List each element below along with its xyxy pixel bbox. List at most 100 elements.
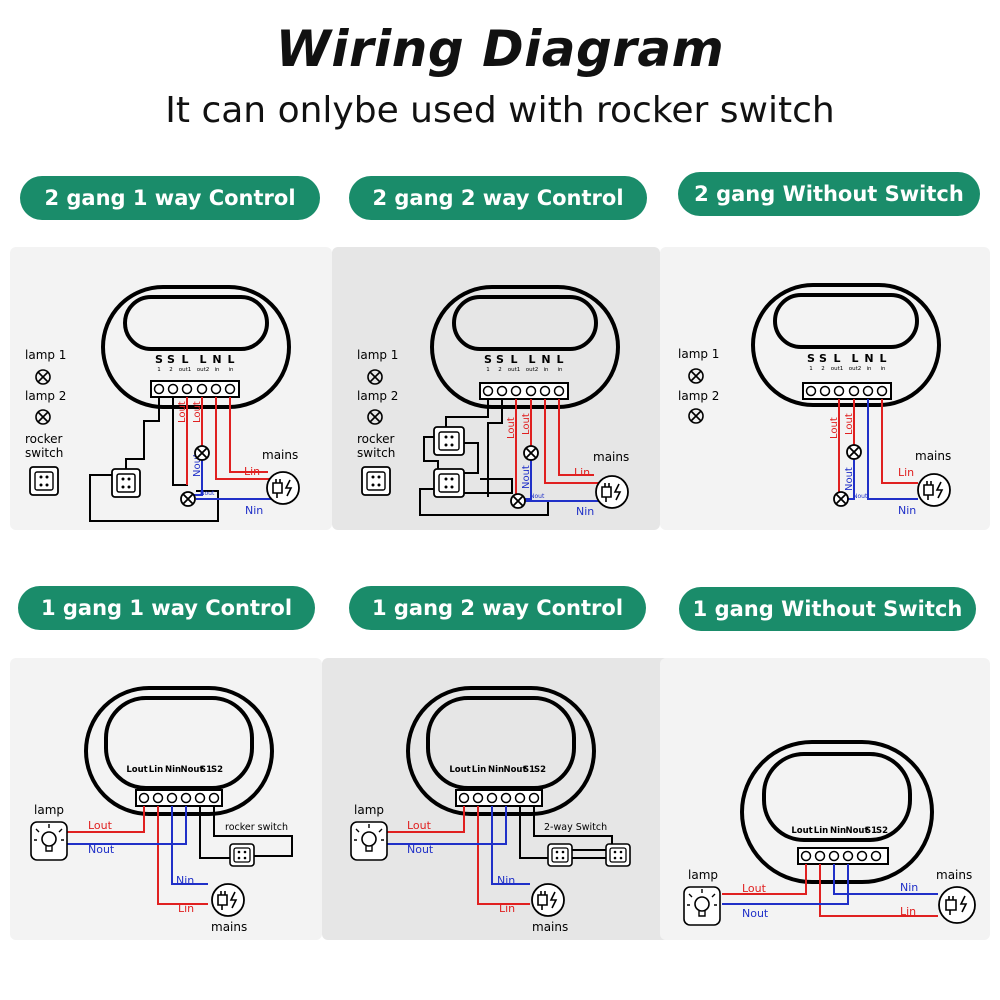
pill-1gang-2way: 1 gang 2 way Control — [349, 586, 646, 630]
device-body — [101, 285, 291, 409]
legend: lamp 1 lamp 2 — [678, 347, 719, 424]
terminal-block — [135, 789, 223, 807]
legend-rocker-icon — [361, 466, 391, 496]
svg-text:1: 1 — [486, 367, 490, 373]
wire-labels: Lout Nout Nin Lin — [742, 881, 918, 920]
svg-text:S1: S1 — [200, 765, 212, 775]
panel-1gang-1way: Lout Lin Nin Nout S1 S2 Lout Nout Nin Li… — [10, 658, 322, 940]
svg-text:out1: out1 — [179, 367, 192, 373]
two-way-switch-icon — [605, 843, 631, 867]
svg-text:N: N — [864, 352, 873, 365]
svg-text:Nout: Nout — [180, 765, 203, 775]
panel-2gang-1way: S S L L N L 1 2 out1 out2 in in Lout Lou… — [10, 247, 332, 530]
svg-text:Lin: Lin — [178, 902, 194, 915]
svg-text:L: L — [227, 353, 234, 366]
lamp-icon — [30, 821, 68, 861]
svg-text:Lout: Lout — [521, 413, 532, 435]
wire-labels: Lout Nout Nin Lin rocker switch — [88, 819, 288, 915]
svg-text:Lin: Lin — [814, 826, 828, 836]
rocker-switch-icon — [433, 468, 465, 498]
page-subtitle: It can onlybe used with rocker switch — [165, 90, 835, 131]
mains-plug-icon — [531, 883, 565, 917]
svg-text:in: in — [228, 367, 234, 373]
mains-plug-icon — [938, 886, 976, 924]
svg-text:Nin: Nin — [900, 881, 918, 894]
legend-rocker-label-1: rocker — [357, 432, 395, 446]
svg-text:Lin: Lin — [472, 765, 486, 775]
svg-text:Lout: Lout — [192, 401, 203, 423]
svg-text:Lout: Lout — [88, 819, 113, 832]
legend-rocker-icon — [29, 466, 59, 496]
lamp-2-icon — [833, 491, 849, 507]
svg-text:Nout: Nout — [853, 493, 868, 500]
lamp-1-icon — [523, 445, 539, 461]
svg-text:Nout: Nout — [192, 453, 203, 477]
legend-lamp1-icon — [35, 369, 51, 385]
terminal-labels: Lout Lin Nin Nout S1 S2 — [449, 765, 546, 775]
rocker-switch-icon — [111, 468, 141, 498]
legend-rocker-label-2: switch — [357, 446, 395, 460]
legend-lamp1-icon — [367, 369, 383, 385]
lamp-icon — [683, 886, 721, 926]
lamp-label: lamp — [688, 868, 718, 882]
wire-labels: Lout Lout Nout Nout Lin Nin — [177, 401, 263, 517]
device-body — [751, 283, 941, 407]
terminal-block — [455, 789, 543, 807]
legend-rocker-label-2: switch — [25, 446, 63, 460]
mains-label: mains — [915, 449, 951, 463]
svg-text:N: N — [541, 353, 550, 366]
legend: lamp 1 lamp 2 rocker switch — [357, 348, 398, 496]
legend-rocker-label-1: rocker — [25, 432, 63, 446]
panel-2gang-2way: S S L L N L 1 2 out1 out2 in in Lout Lou — [332, 247, 660, 530]
svg-text:1: 1 — [157, 367, 161, 373]
svg-text:2: 2 — [169, 367, 173, 373]
terminal-block — [802, 382, 892, 400]
mains-label: mains — [211, 920, 247, 934]
svg-text:Nin: Nin — [245, 504, 263, 517]
svg-text:Lout: Lout — [449, 765, 470, 775]
legend-lamp2-icon — [35, 409, 51, 425]
wires — [838, 399, 918, 500]
terminal-labels: Lout Lin Nin Nout S1 S2 — [791, 826, 888, 836]
svg-text:Lin: Lin — [898, 466, 914, 479]
svg-text:Nout: Nout — [200, 490, 215, 497]
legend-lamp2-icon — [367, 409, 383, 425]
lamp-1-icon — [846, 444, 862, 460]
svg-text:out2: out2 — [197, 367, 210, 373]
svg-text:Nin: Nin — [165, 765, 181, 775]
lamp-label: lamp — [354, 803, 384, 817]
legend-lamp1-label: lamp 1 — [678, 347, 719, 361]
svg-text:Lout: Lout — [177, 401, 188, 423]
svg-text:out2: out2 — [526, 367, 539, 373]
svg-text:Lout: Lout — [844, 413, 855, 435]
svg-text:Nout: Nout — [844, 467, 855, 491]
svg-text:in: in — [214, 367, 220, 373]
mains-label: mains — [262, 448, 298, 462]
svg-text:Lin: Lin — [149, 765, 163, 775]
wire-labels: Lout Lout Nout Nout Lin Nin — [506, 413, 594, 518]
wires — [64, 806, 293, 905]
svg-text:Nout: Nout — [742, 907, 769, 920]
wires — [89, 397, 272, 522]
lamp-icon — [350, 821, 388, 861]
mains-label: mains — [936, 868, 972, 882]
legend-lamp2-label: lamp 2 — [357, 389, 398, 403]
svg-text:Lout: Lout — [407, 819, 432, 832]
svg-text:S: S — [484, 353, 492, 366]
pill-2gang-2way: 2 gang 2 way Control — [349, 176, 647, 220]
device-body — [84, 686, 274, 816]
mains-plug-icon — [595, 475, 629, 509]
svg-text:S: S — [167, 353, 175, 366]
svg-text:rocker switch: rocker switch — [225, 822, 288, 833]
svg-text:2-way Switch: 2-way Switch — [544, 822, 607, 833]
svg-text:Nout: Nout — [88, 843, 115, 856]
svg-text:Nout: Nout — [407, 843, 434, 856]
mains-plug-icon — [917, 473, 951, 507]
terminal-labels: S S L L N L 1 2 out1 out2 in in — [807, 352, 886, 372]
svg-text:N: N — [212, 353, 221, 366]
terminal-block — [479, 382, 569, 400]
lamp-1-icon — [194, 445, 210, 461]
terminal-labels: S S L L N L 1 2 out1 out2 in in — [484, 353, 563, 373]
svg-text:S2: S2 — [534, 765, 546, 775]
mains-plug-icon — [211, 883, 245, 917]
